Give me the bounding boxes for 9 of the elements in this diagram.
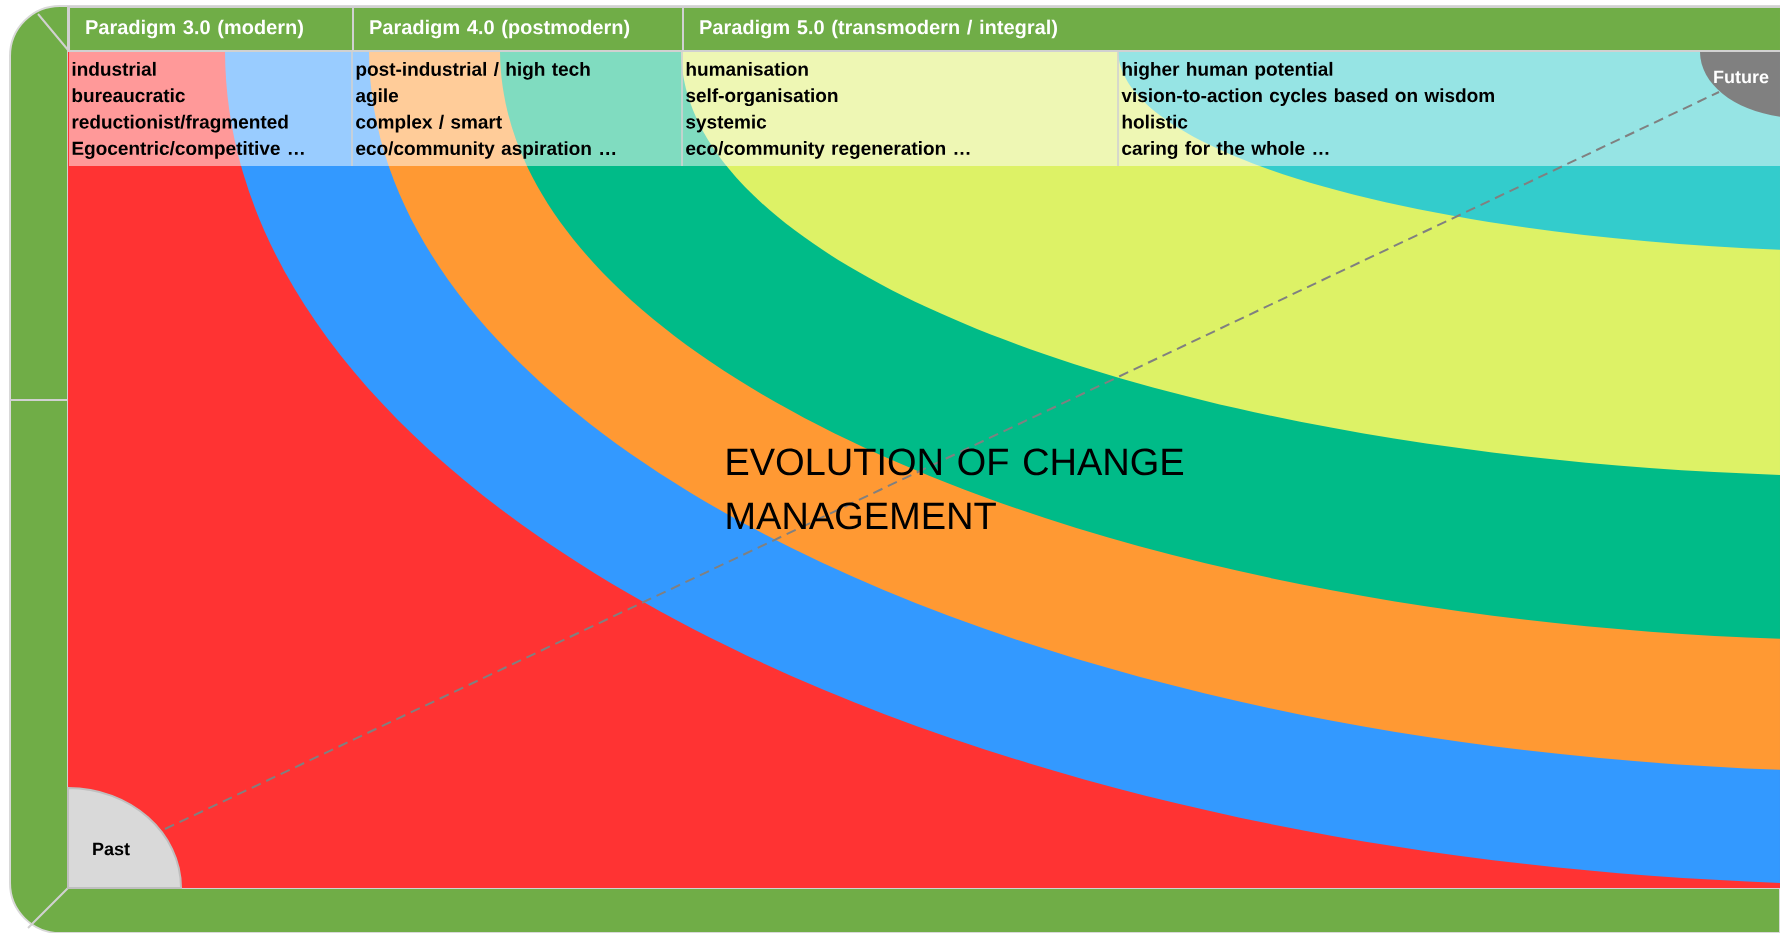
past-quadrant: Past (67, 787, 182, 889)
column-header: Paradigm 3.0 (modern) (68, 6, 354, 52)
dashed-line (164, 91, 1720, 830)
future-quadrant: Future (1700, 52, 1780, 117)
text-cell: industrial bureaucratic reductionist/fragmented Egocentric/competitive … (72, 61, 304, 159)
text-cell: humanisation self-organisation systemic eco/community regeneration … (686, 61, 970, 159)
column-header: Paradigm 4.0 (postmodern) (352, 6, 684, 52)
text-cell: higher human potential vision-to-action cycles based on wisdom holistic caring for the whole … (1121, 61, 1494, 159)
node-label: Paradigm 5.0 (transmodern / integral) (700, 19, 1057, 39)
